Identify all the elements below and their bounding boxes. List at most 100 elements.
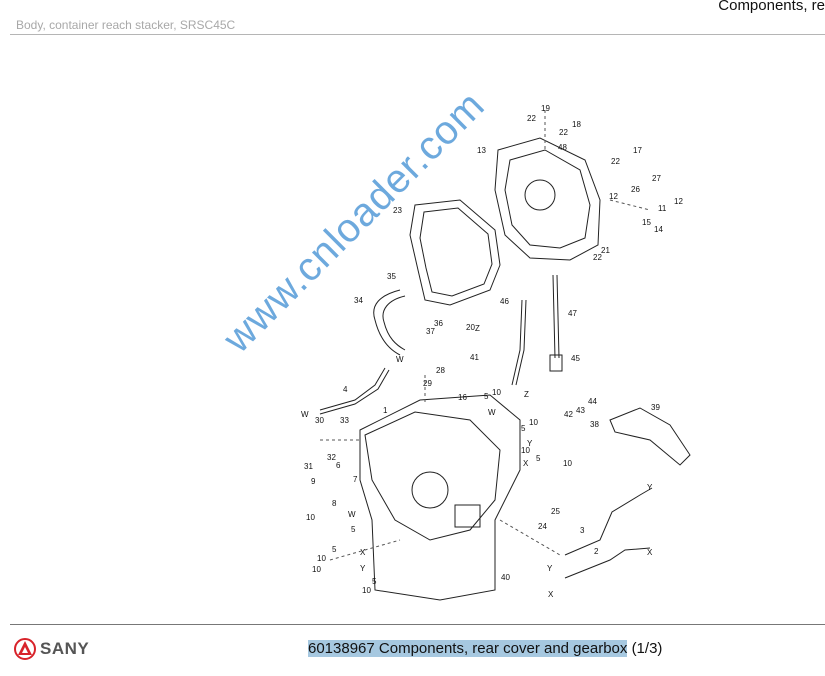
callout-label: 10 [563, 459, 572, 468]
callout-label: X [523, 459, 529, 468]
callout-label: 2 [594, 547, 599, 556]
document-title: Body, container reach stacker, SRSC45C [16, 18, 236, 32]
callout-label: 5 [372, 577, 377, 586]
callout-label: 10 [529, 418, 538, 427]
callout-label: 22 [593, 253, 602, 262]
callout-label: X [647, 548, 653, 557]
callout-label: Y [527, 439, 533, 448]
callout-label: 41 [470, 353, 479, 362]
diagram-drawing [319, 110, 691, 601]
callout-label: 3 [580, 526, 585, 535]
footer-divider [10, 624, 825, 625]
callout-label: 14 [654, 225, 663, 234]
callout-label: W [488, 408, 496, 417]
callout-label: 10 [362, 586, 371, 595]
callout-label: 15 [642, 218, 651, 227]
callout-label: 25 [551, 507, 560, 516]
callout-label: 29 [423, 379, 432, 388]
header-divider [10, 34, 825, 35]
callout-label: 48 [558, 143, 567, 152]
callout-label: 5 [536, 454, 541, 463]
callout-label: 32 [327, 453, 336, 462]
callout-label: Y [547, 564, 553, 573]
callout-label: 34 [354, 296, 363, 305]
sany-logo: SANY [14, 638, 89, 660]
callout-label: 5 [351, 525, 356, 534]
callout-label: 31 [304, 462, 313, 471]
caption-highlight: 60138967 Components, rear cover and gear… [308, 640, 628, 657]
caption-page: (1/3) [631, 640, 663, 657]
callout-label: 20 [466, 323, 475, 332]
sany-logo-icon [14, 638, 36, 660]
callout-label: 44 [588, 397, 597, 406]
section-title: Components, re [718, 0, 825, 14]
callout-label: 23 [393, 206, 402, 215]
callout-label: W [301, 410, 309, 419]
callout-label: 10 [317, 554, 326, 563]
callout-label: Z [475, 324, 480, 333]
callout-label: W [396, 355, 404, 364]
callout-label: 36 [434, 319, 443, 328]
callout-label: 42 [564, 410, 573, 419]
shift-rod-2 [564, 547, 651, 579]
shield [609, 407, 691, 466]
callout-label: 9 [311, 477, 316, 486]
callout-label: Y [360, 564, 366, 573]
callout-label: 5 [484, 392, 489, 401]
callout-label: 16 [458, 393, 467, 402]
callout-label: 10 [492, 388, 501, 397]
callout-label: 27 [652, 174, 661, 183]
callout-label: 35 [387, 272, 396, 281]
callout-label: 28 [436, 366, 445, 375]
callout-label: 6 [336, 461, 341, 470]
callout-label: 26 [631, 185, 640, 194]
pipe [373, 289, 406, 356]
callout-label: 45 [571, 354, 580, 363]
gearbox-housing [359, 394, 521, 601]
callout-label: 10 [312, 565, 321, 574]
callout-label: 47 [568, 309, 577, 318]
callout-label: 13 [477, 146, 486, 155]
pipe-4 [319, 367, 390, 415]
callout-label: 22 [527, 114, 536, 123]
callout-label: 5 [521, 424, 526, 433]
callout-label: 38 [590, 420, 599, 429]
callout-label: 8 [332, 499, 337, 508]
callout-label: Z [524, 390, 529, 399]
callout-label: 11 [658, 204, 667, 213]
page-caption: 60138967 Components, rear cover and gear… [308, 640, 662, 657]
rear-cover [494, 137, 601, 261]
callout-label: W [348, 510, 356, 519]
callout-label: 37 [426, 327, 435, 336]
callout-label: 12 [674, 197, 683, 206]
callout-label: 30 [315, 416, 324, 425]
callout-label: X [548, 590, 554, 599]
callout-label: 17 [633, 146, 642, 155]
callout-label: 40 [501, 573, 510, 582]
callout-label: 33 [340, 416, 349, 425]
callout-label: 10 [521, 446, 530, 455]
shift-rod-3 [564, 487, 653, 556]
callout-label: 18 [572, 120, 581, 129]
callout-label: 21 [601, 246, 610, 255]
callout-label: 7 [353, 475, 358, 484]
callout-label: 10 [306, 513, 315, 522]
dipstick-tube [511, 299, 527, 386]
logo-text: SANY [40, 639, 90, 658]
callout-label: X [360, 548, 366, 557]
dipstick [552, 274, 560, 359]
callout-label: 43 [576, 406, 585, 415]
callout-label: 22 [559, 128, 568, 137]
callout-label: 46 [500, 297, 509, 306]
gasket [409, 199, 501, 306]
callout-label: 12 [609, 192, 618, 201]
callout-label: 39 [651, 403, 660, 412]
callout-label: 5 [332, 545, 337, 554]
callout-label: 24 [538, 522, 547, 531]
callout-label: 19 [541, 104, 550, 113]
callout-label: Y [647, 483, 653, 492]
callout-label: 1 [383, 406, 388, 415]
callout-label: 22 [611, 157, 620, 166]
